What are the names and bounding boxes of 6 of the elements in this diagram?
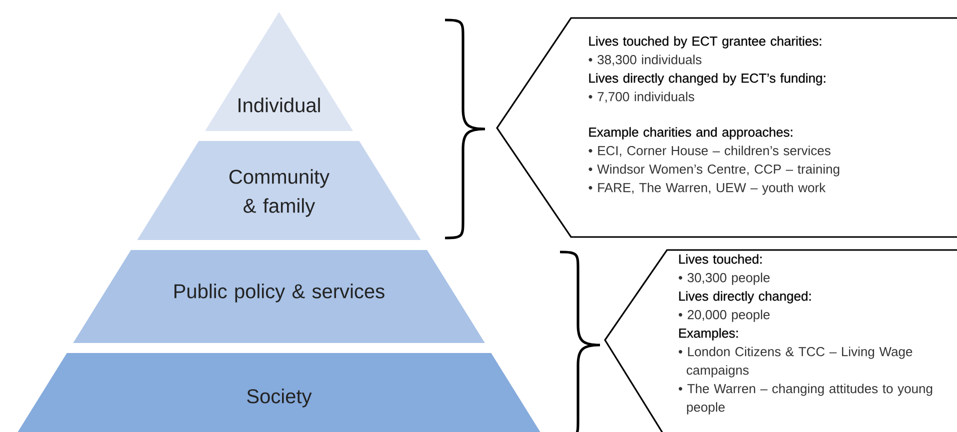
pyramid-level: Community & family (137, 141, 421, 240)
callout-panel: Lives touched: • 30,300 people Lives directly changed: • 20,000 people Examples: • London Citizens & TCC – Living Wage campaigns • The Warren – changing attitudes to young people (604, 249, 957, 432)
pyramid-level: Society (12, 353, 546, 432)
callout-panel: Lives touched by ECT grantee charities: • 38,300 individuals Lives directly changed by ECT’s funding: • 7,700 individuals Example charities and approaches: • ECI, Corner House – children’s services • Windsor Women’s Centre, CCP – training • FARE, The Warren, UEW – youth work (496, 17, 957, 238)
pyramid-level: Individual (205, 12, 354, 131)
pyramid-level: Public policy & services (73, 250, 485, 343)
